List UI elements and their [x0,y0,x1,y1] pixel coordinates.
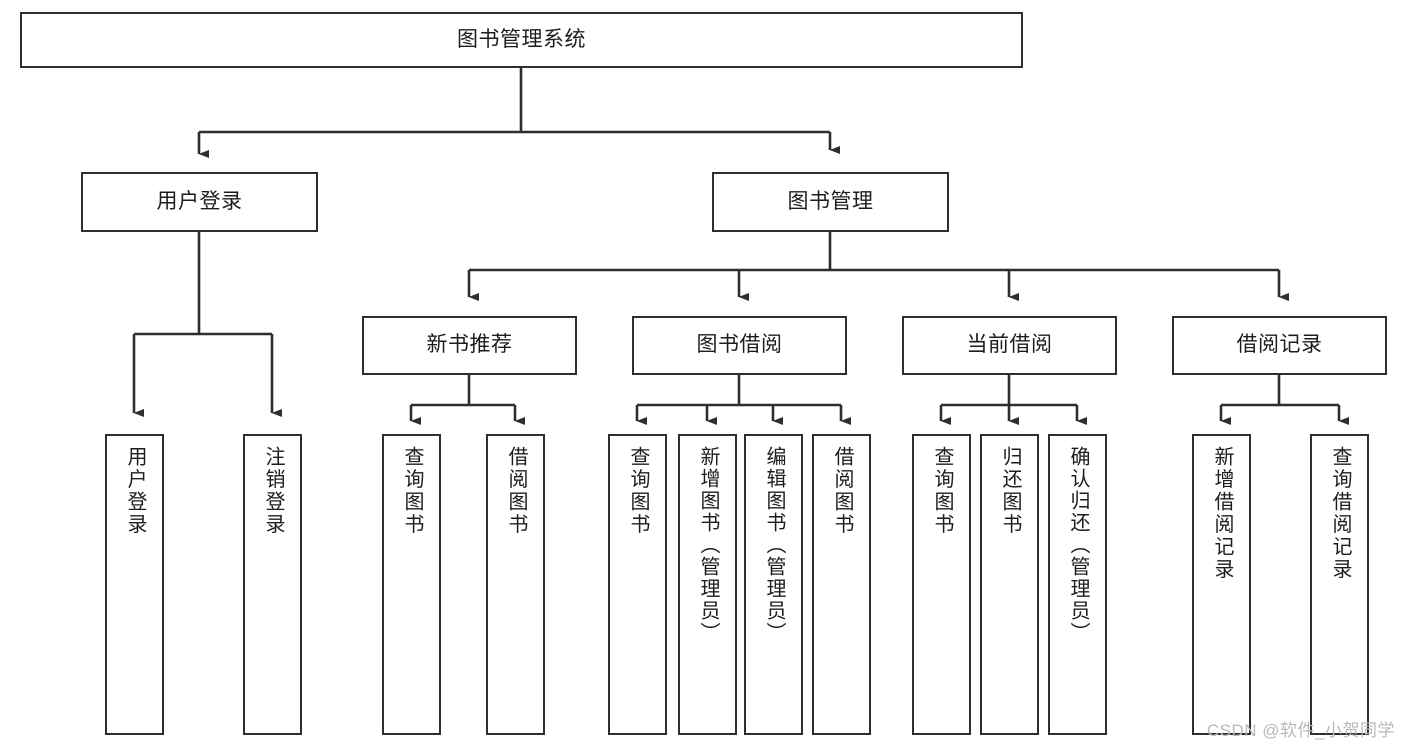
node-label: 查询借阅记录 [1329,446,1351,581]
node-borrow-record[interactable]: 借阅记录 [1172,316,1387,375]
leaf-user-login-signout[interactable]: 注销登录 [243,434,302,735]
leaf-record-query-record[interactable]: 查询借阅记录 [1310,434,1369,735]
csdn-watermark: CSDN @软件_小贺同学 [1206,721,1395,740]
leaf-newbook-query-books[interactable]: 查询图书 [382,434,441,735]
node-label: 编辑图书（管理员） [763,446,785,644]
leaf-record-add-record[interactable]: 新增借阅记录 [1192,434,1251,735]
node-label: 归还图书 [999,446,1021,536]
node-book-borrow[interactable]: 图书借阅 [632,316,847,375]
node-label: 查询图书 [931,446,953,536]
leaf-current-return-books[interactable]: 归还图书 [980,434,1039,735]
leaf-borrow-edit-book-admin[interactable]: 编辑图书（管理员） [744,434,803,735]
node-label: 借阅图书 [831,446,853,536]
leaf-borrow-query-books[interactable]: 查询图书 [608,434,667,735]
leaf-current-query-books[interactable]: 查询图书 [912,434,971,735]
node-label: 新增图书（管理员） [697,446,719,644]
node-label: 新书推荐 [426,333,513,357]
leaf-borrow-lend-books[interactable]: 借阅图书 [812,434,871,735]
leaf-current-confirm-return-admin[interactable]: 确认归还（管理员） [1048,434,1107,735]
node-current-borrow[interactable]: 当前借阅 [902,316,1117,375]
leaf-newbook-borrow-books[interactable]: 借阅图书 [486,434,545,735]
node-book-management[interactable]: 图书管理 [712,172,949,232]
node-label: 用户登录 [124,446,146,536]
node-label: 新增借阅记录 [1211,446,1233,581]
node-user-login[interactable]: 用户登录 [81,172,318,232]
node-label: 图书借阅 [696,333,783,357]
node-new-book-recommend[interactable]: 新书推荐 [362,316,577,375]
node-label: 查询图书 [627,446,649,536]
node-label: 图书管理 [787,189,874,213]
node-label: 注销登录 [262,446,284,536]
node-label: 图书管理系统 [457,27,586,51]
node-label: 查询图书 [401,446,423,536]
leaf-user-login-signin[interactable]: 用户登录 [105,434,164,735]
node-label: 借阅图书 [505,446,527,536]
node-label: 确认归还（管理员） [1067,446,1089,644]
leaf-borrow-add-book-admin[interactable]: 新增图书（管理员） [678,434,737,735]
node-root-system[interactable]: 图书管理系统 [20,12,1023,68]
node-label: 当前借阅 [966,333,1053,357]
node-label: 用户登录 [156,189,243,213]
node-label: 借阅记录 [1236,333,1323,357]
